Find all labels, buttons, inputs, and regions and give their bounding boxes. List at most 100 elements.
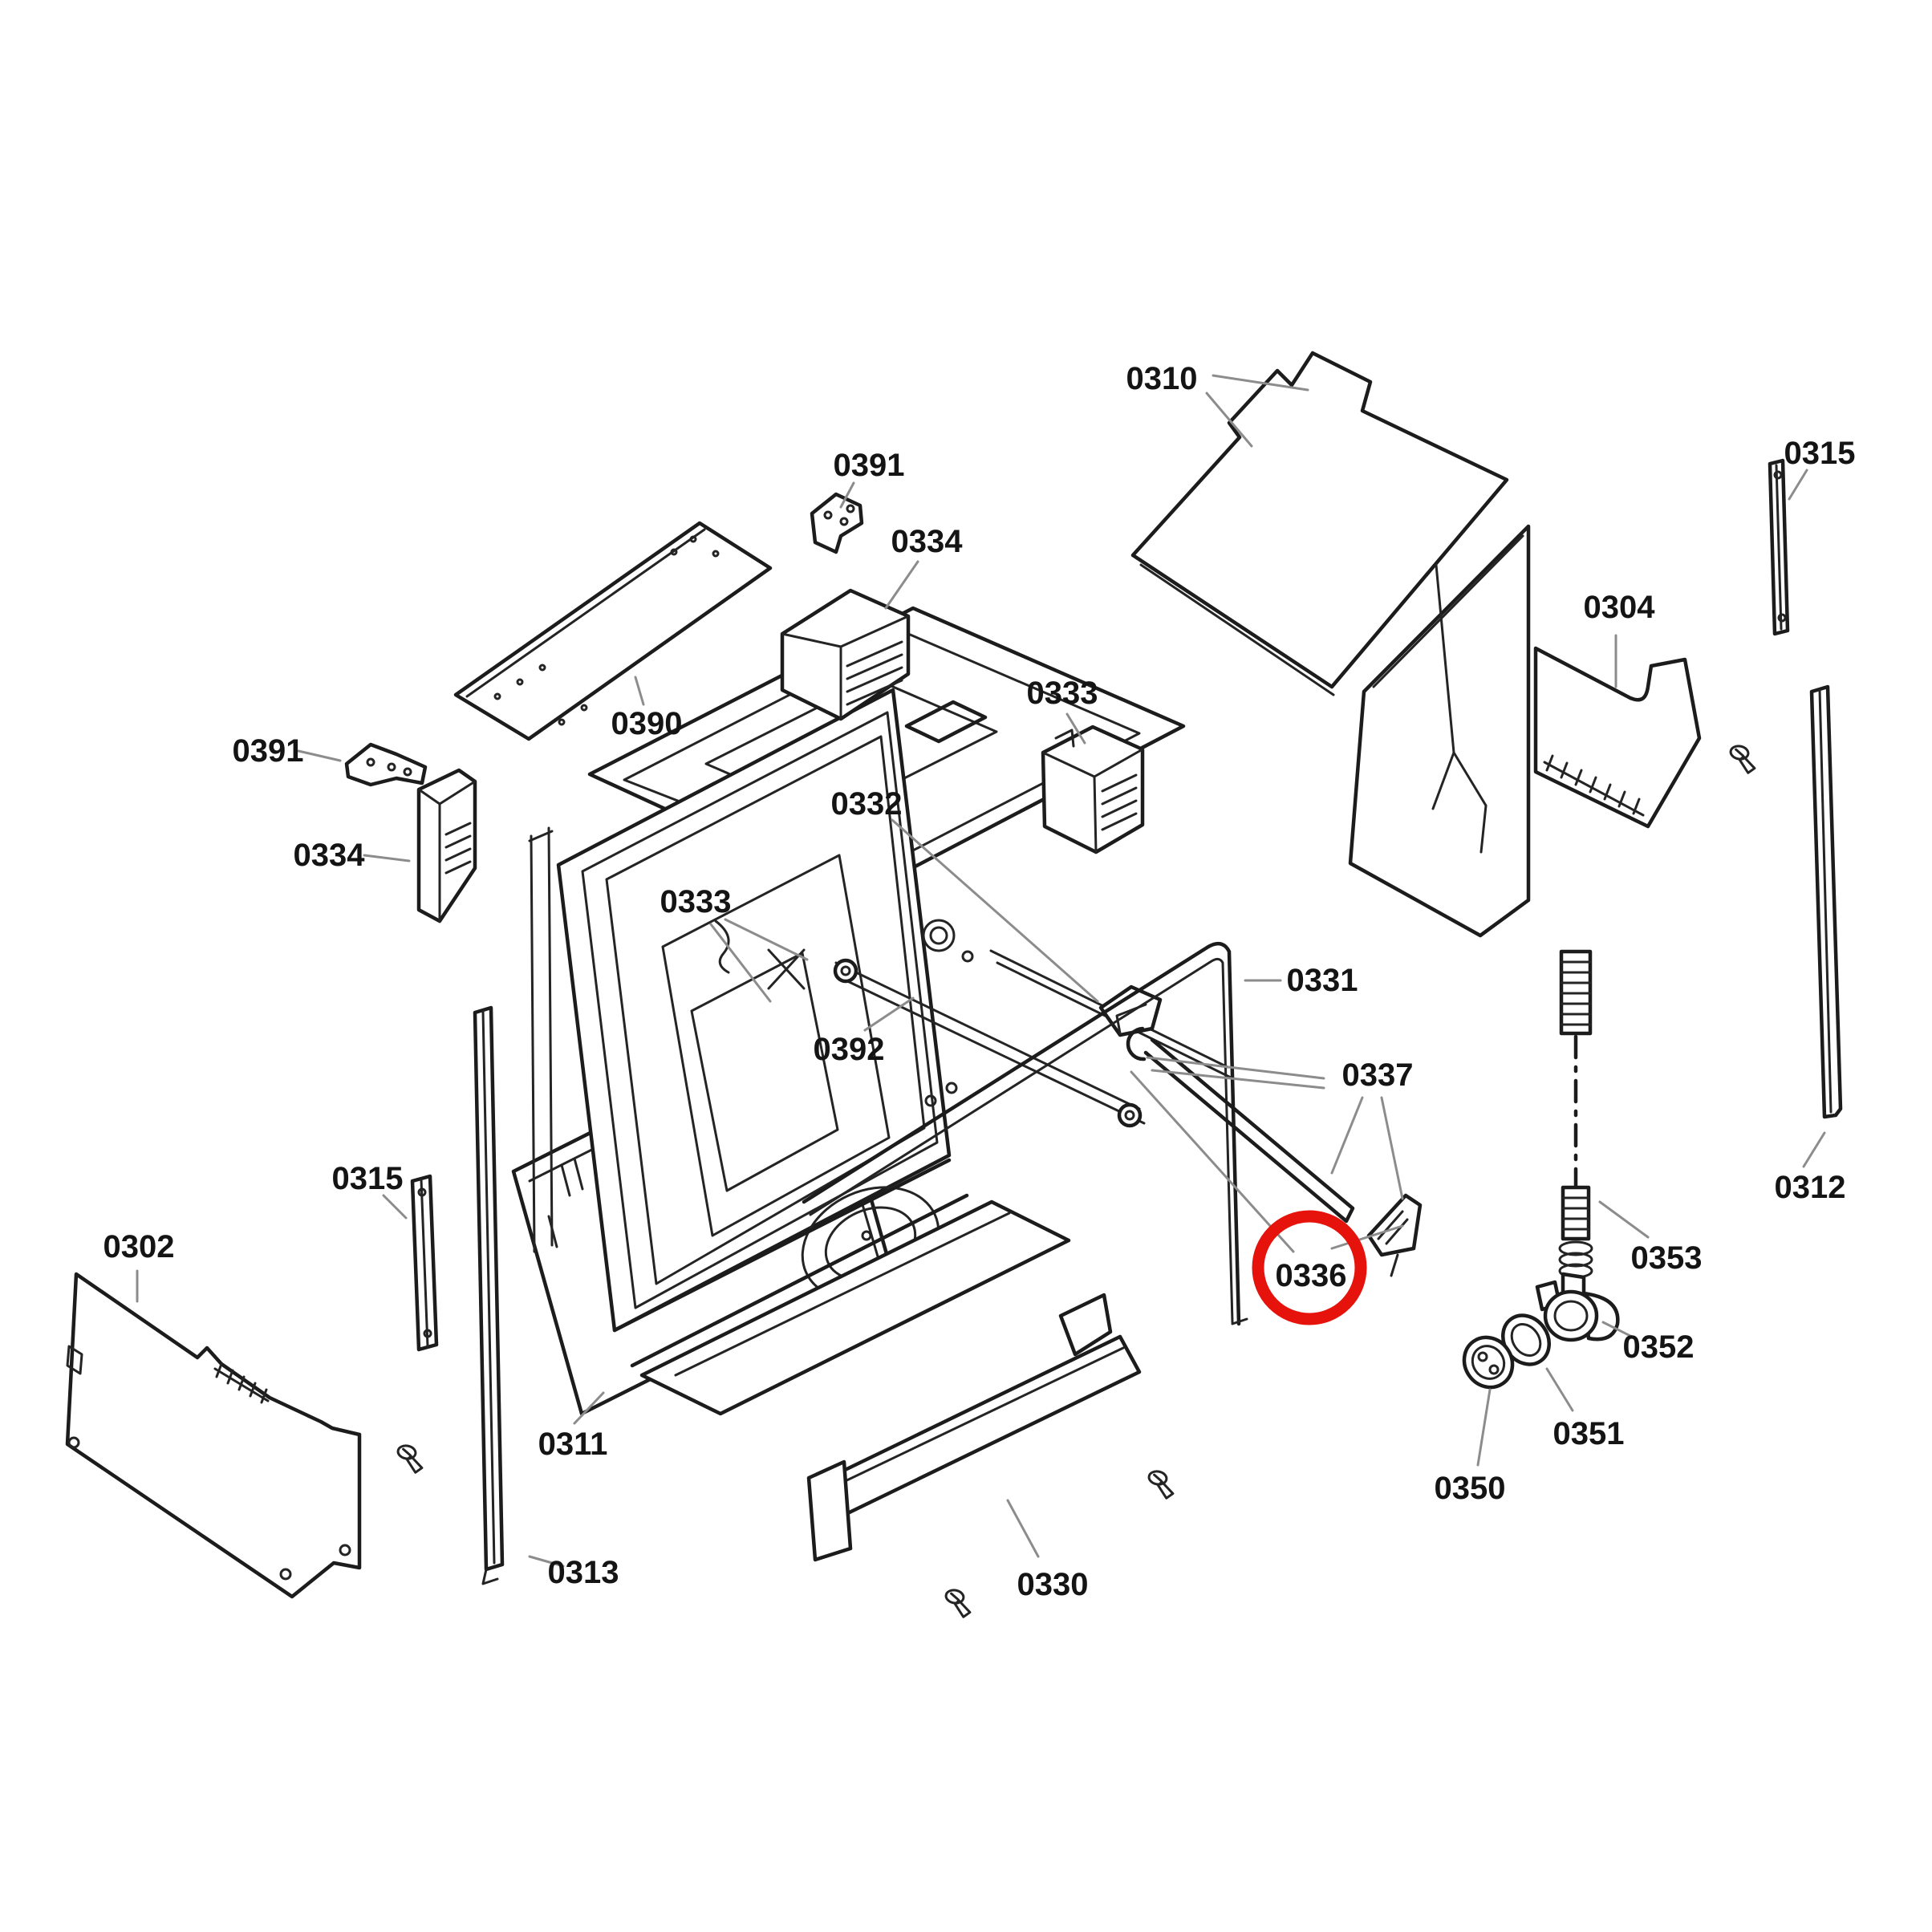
line-art xyxy=(363,854,411,862)
line-art xyxy=(387,762,396,772)
line-art xyxy=(833,958,858,984)
line-art xyxy=(493,692,501,700)
line-art xyxy=(714,919,730,974)
line-art xyxy=(634,676,645,706)
part-label-0315_top_right: 0315 xyxy=(1784,436,1856,471)
line-art xyxy=(558,718,566,726)
line-art xyxy=(1558,1252,1593,1268)
line-art xyxy=(929,926,948,945)
line-art xyxy=(1130,351,1509,689)
leader-lines xyxy=(136,374,1826,1568)
part-label-0351: 0351 xyxy=(1553,1416,1625,1451)
line-art xyxy=(1330,1096,1364,1175)
part-labels: 0310031503040391033403900333039103320334… xyxy=(104,361,1856,1602)
line-art xyxy=(839,481,855,509)
line-art xyxy=(1139,563,1335,696)
part-base-channel-0330 xyxy=(806,1293,1142,1562)
line-art xyxy=(1488,1364,1500,1375)
line-art xyxy=(417,1187,427,1197)
line-art xyxy=(922,919,956,952)
part-hinge-strap-0392 xyxy=(833,958,1146,1128)
line-art xyxy=(1117,1102,1143,1128)
line-art xyxy=(846,640,903,706)
line-art xyxy=(1431,563,1488,854)
line-art xyxy=(1553,1300,1589,1332)
line-art xyxy=(1601,1321,1637,1340)
line-art xyxy=(1144,1468,1178,1500)
line-art xyxy=(1065,712,1086,745)
part-valve-0352 xyxy=(1535,1272,1620,1342)
line-art xyxy=(215,1362,268,1404)
part-label-0391_top: 0391 xyxy=(834,448,905,483)
part-bracket-0391-top xyxy=(810,492,864,554)
line-art xyxy=(1130,1070,1295,1253)
line-art xyxy=(1726,743,1760,775)
line-art xyxy=(670,548,678,556)
line-art xyxy=(403,767,412,777)
line-art xyxy=(444,822,472,875)
line-art xyxy=(1818,688,1833,1114)
line-art xyxy=(528,1555,565,1568)
line-art xyxy=(941,1587,975,1619)
line-art xyxy=(339,1544,351,1557)
part-strip-0315-left xyxy=(410,1174,439,1352)
line-art xyxy=(961,950,974,963)
part-bracket-0304 xyxy=(1533,646,1702,829)
line-art xyxy=(1058,1293,1113,1357)
part-label-0333_mid: 0333 xyxy=(660,884,732,919)
line-art xyxy=(810,492,864,554)
line-art xyxy=(780,588,911,721)
line-art xyxy=(1124,1110,1135,1121)
line-art xyxy=(904,700,988,744)
part-label-0391_left: 0391 xyxy=(233,733,304,769)
line-art xyxy=(891,818,1099,1003)
line-art xyxy=(1377,1210,1409,1277)
part-cover-plate-0390 xyxy=(453,521,773,741)
line-art xyxy=(1143,1037,1355,1224)
line-art xyxy=(465,528,706,698)
line-art xyxy=(66,1345,83,1375)
line-art xyxy=(1788,469,1808,501)
line-art xyxy=(1477,1351,1488,1362)
line-art xyxy=(1777,613,1787,623)
line-art xyxy=(1471,1345,1506,1380)
line-art xyxy=(1126,1026,1147,1061)
part-strip-0312 xyxy=(1809,684,1843,1119)
part-label-0312: 0312 xyxy=(1775,1170,1846,1205)
line-art xyxy=(724,918,809,961)
line-art xyxy=(1231,1317,1248,1325)
line-art xyxy=(834,961,1146,1125)
part-block-0333-right xyxy=(1041,724,1145,854)
line-art xyxy=(709,923,772,1003)
line-art xyxy=(1543,761,1645,817)
line-art xyxy=(417,780,477,923)
line-art xyxy=(1372,534,1524,688)
line-art xyxy=(538,664,546,672)
line-art xyxy=(806,1459,853,1562)
line-art xyxy=(1205,392,1253,448)
part-bracket-0391-left xyxy=(344,742,428,787)
part-label-0302: 0302 xyxy=(104,1229,175,1264)
line-art xyxy=(690,952,839,1192)
line-art xyxy=(712,550,720,558)
part-label-0315_left: 0315 xyxy=(332,1161,404,1196)
part-label-0392: 0392 xyxy=(814,1032,885,1067)
part-back-panel-0310 xyxy=(1130,351,1531,938)
part-label-0310: 0310 xyxy=(1126,361,1198,396)
part-label-0311: 0311 xyxy=(538,1427,608,1462)
line-art xyxy=(1802,1131,1826,1168)
line-art xyxy=(516,678,524,686)
line-art xyxy=(580,704,588,712)
line-art xyxy=(1151,1069,1325,1090)
line-art xyxy=(1773,470,1783,480)
line-art xyxy=(639,1199,1071,1416)
highlight-circle-0336 xyxy=(1252,1210,1367,1325)
line-art xyxy=(573,1391,605,1425)
line-art xyxy=(279,1568,292,1581)
line-art xyxy=(661,854,891,1237)
part-label-0350: 0350 xyxy=(1435,1471,1506,1506)
line-art xyxy=(817,1346,1125,1496)
line-art xyxy=(67,1436,80,1449)
part-latch-0334-left xyxy=(416,768,477,923)
